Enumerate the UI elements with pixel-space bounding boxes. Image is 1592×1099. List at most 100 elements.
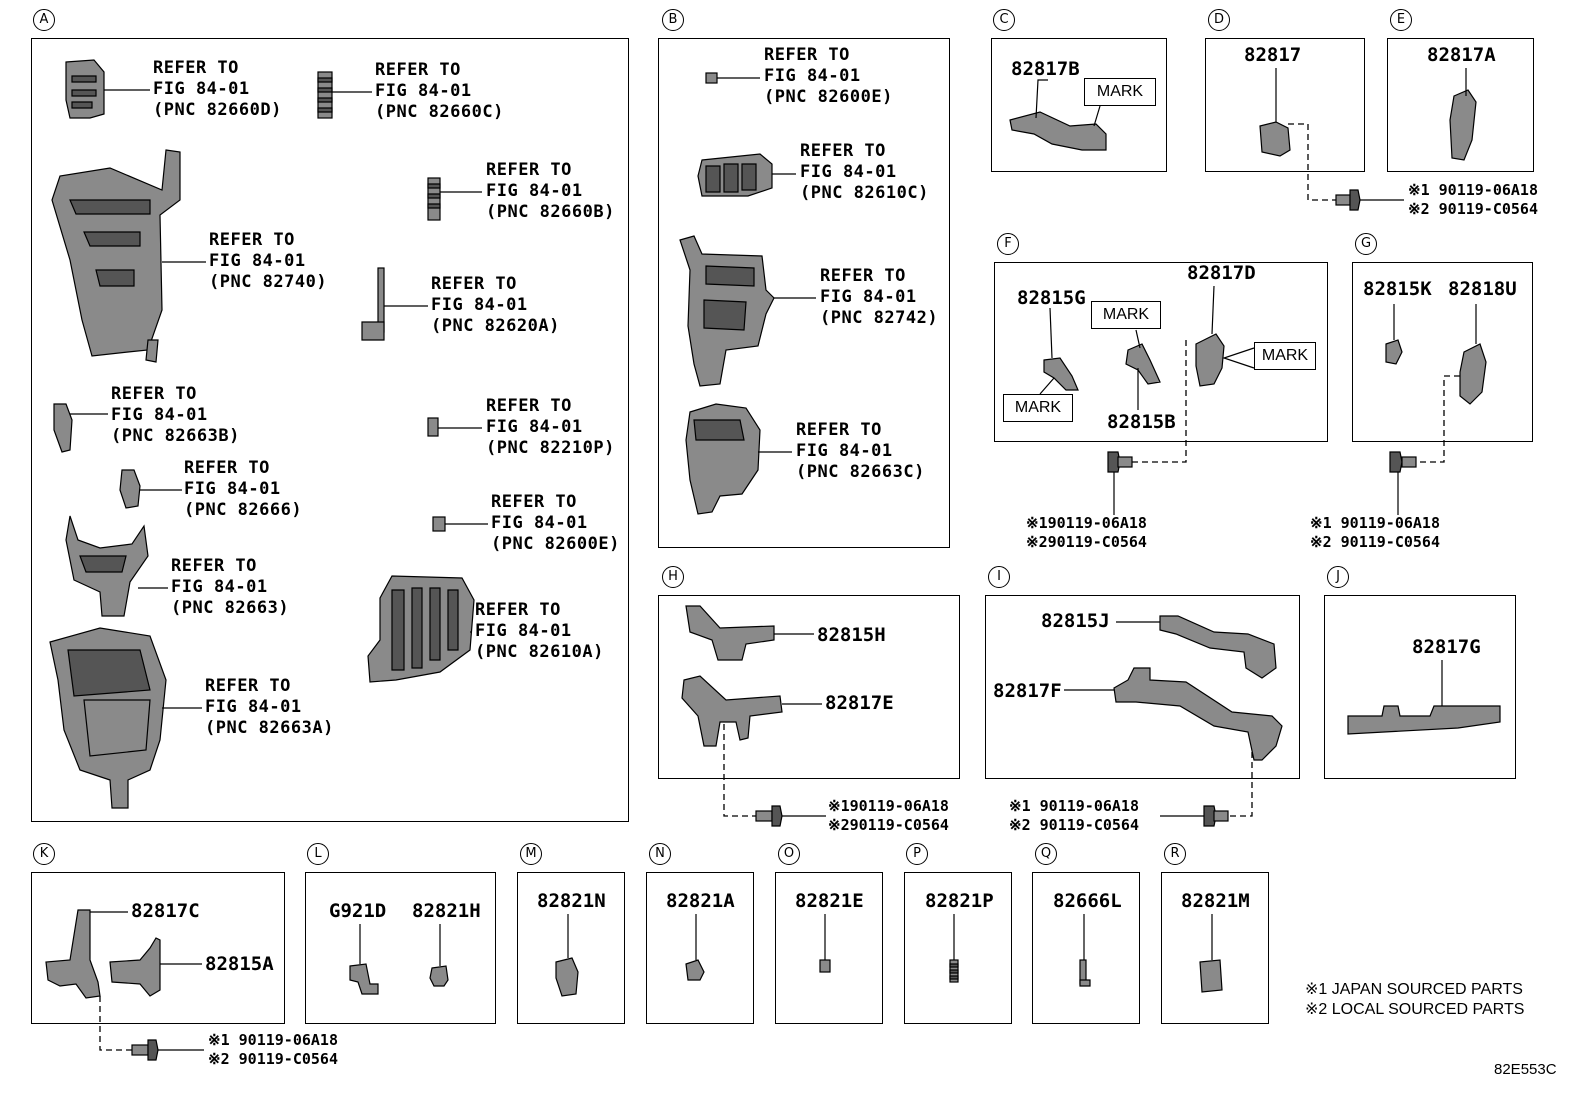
frame-h	[658, 595, 960, 779]
section-label-l: L	[307, 843, 329, 865]
section-label-a: A	[33, 9, 55, 31]
part-82817-drawing	[1259, 121, 1291, 157]
part-82620a-drawing	[361, 267, 385, 341]
part-number-82821n: 82821N	[537, 890, 606, 912]
part-number-82815j: 82815J	[1041, 610, 1110, 632]
part-82660d-drawing	[65, 59, 105, 119]
frame-l	[305, 872, 496, 1024]
frame-d	[1205, 38, 1365, 172]
mark-label-c: MARK	[1084, 78, 1156, 106]
part-number-g921d: G921D	[329, 900, 387, 922]
part-number-82817d: 82817D	[1187, 262, 1256, 284]
frame-r	[1161, 872, 1269, 1024]
part-82821n-drawing	[555, 957, 579, 997]
part-82740-drawing	[51, 149, 181, 363]
fastener-note-k: ※1 90119-06A18※2 90119-C0564	[208, 1031, 338, 1068]
part-82610a-drawing	[367, 575, 475, 683]
part-number-82817g: 82817G	[1412, 636, 1481, 658]
frame-m	[517, 872, 625, 1024]
part-82821e-drawing	[819, 959, 831, 973]
part-82817b-drawing	[1009, 111, 1107, 151]
section-label-f: F	[997, 233, 1019, 255]
bolt-icon-f	[1107, 451, 1133, 473]
part-82600e-a-drawing	[432, 516, 446, 532]
part-82821p-drawing	[949, 959, 959, 983]
part-82663-drawing	[65, 515, 149, 617]
part-number-82817: 82817	[1244, 44, 1302, 66]
frame-a	[31, 38, 629, 822]
part-82815k-drawing	[1385, 339, 1403, 365]
part-number-82821p: 82821P	[925, 890, 994, 912]
part-number-82815h: 82815H	[817, 624, 886, 646]
part-82817d-drawing	[1195, 333, 1225, 387]
part-82815a-drawing	[109, 937, 161, 997]
part-number-82821e: 82821E	[795, 890, 864, 912]
fastener-note-g: ※1 90119-06A18※2 90119-C0564	[1310, 514, 1440, 551]
part-82818u-drawing	[1459, 343, 1487, 405]
legend-note-japan: ※1 JAPAN SOURCED PARTS	[1305, 981, 1523, 998]
part-82815j-drawing	[1159, 615, 1277, 679]
frame-j	[1324, 595, 1516, 779]
part-82817e-drawing	[681, 675, 783, 747]
part-82666l-drawing	[1079, 959, 1091, 987]
part-82821h-drawing	[429, 965, 449, 987]
bolt-icon-h	[755, 805, 783, 827]
part-82821a-drawing	[685, 959, 705, 981]
frame-c	[991, 38, 1167, 172]
part-82660b-drawing	[427, 177, 441, 221]
frame-b	[658, 38, 950, 548]
mark-label-f1: MARK	[1091, 301, 1161, 329]
part-82815g-drawing	[1043, 357, 1079, 391]
part-82815h-drawing	[685, 605, 775, 661]
fastener-note-h: ※190119-06A18※290119-C0564	[828, 797, 949, 834]
mark-label-f2: MARK	[1254, 342, 1316, 370]
section-label-q: Q	[1035, 843, 1057, 865]
part-82660c-drawing	[317, 71, 333, 119]
frame-o	[775, 872, 883, 1024]
part-number-82815k: 82815K	[1363, 278, 1432, 300]
part-82742-drawing	[679, 235, 775, 387]
section-label-k: K	[33, 843, 55, 865]
legend: ※1 JAPAN SOURCED PARTS ※2 LOCAL SOURCED …	[1305, 980, 1524, 1020]
mark-label-f3: MARK	[1003, 394, 1073, 422]
bolt-icon-i	[1203, 805, 1229, 827]
part-82817g-drawing	[1347, 705, 1501, 735]
section-label-j: J	[1327, 566, 1349, 588]
section-label-h: H	[662, 566, 684, 588]
fastener-note-f: ※190119-06A18※290119-C0564	[1026, 514, 1147, 551]
section-label-e: E	[1390, 9, 1412, 31]
part-number-82817e: 82817E	[825, 692, 894, 714]
bolt-icon-k	[131, 1039, 159, 1061]
bolt-icon-g	[1389, 451, 1417, 473]
section-label-i: I	[988, 566, 1010, 588]
part-number-82818u: 82818U	[1448, 278, 1517, 300]
fastener-note-de: ※1 90119-06A18※2 90119-C0564	[1408, 181, 1538, 218]
section-label-o: O	[778, 843, 800, 865]
part-82663b-drawing	[53, 403, 73, 453]
section-label-d: D	[1208, 9, 1230, 31]
section-label-p: P	[906, 843, 928, 865]
part-82817f-drawing	[1113, 667, 1283, 761]
figure-code: 82E553C	[1494, 1061, 1557, 1078]
part-number-82817c: 82817C	[131, 900, 200, 922]
part-82821m-drawing	[1199, 959, 1223, 993]
section-label-c: C	[993, 9, 1015, 31]
part-number-82815g: 82815G	[1017, 287, 1086, 309]
part-number-82817b: 82817B	[1011, 58, 1080, 80]
part-82663c-drawing	[685, 403, 761, 515]
part-82817c-drawing	[45, 909, 101, 999]
part-number-82821h: 82821H	[412, 900, 481, 922]
section-label-r: R	[1164, 843, 1186, 865]
part-number-82815a: 82815A	[205, 953, 274, 975]
